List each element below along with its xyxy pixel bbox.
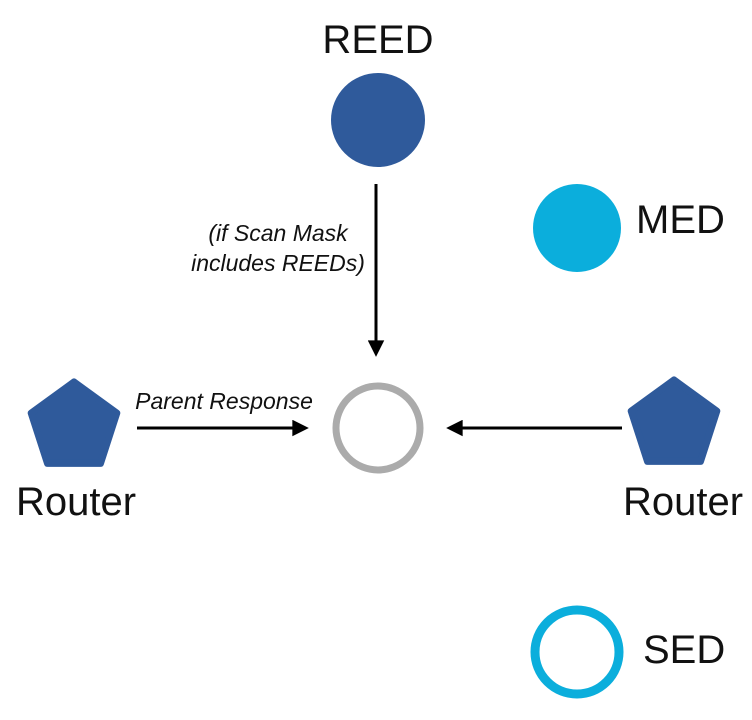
sed-node-circle — [530, 605, 624, 699]
med-label: MED — [636, 198, 725, 242]
scan-mask-annotation-line2: includes REEDs) — [191, 250, 365, 276]
reed-node-circle — [331, 73, 425, 167]
router-right-label: Router — [622, 480, 744, 524]
scan-mask-annotation-line1: (if Scan Mask — [208, 220, 348, 246]
router-left-pentagon — [27, 378, 121, 467]
med-node-circle — [533, 184, 621, 272]
parent-response-annotation: Parent Response — [135, 388, 313, 414]
reed-label: REED — [322, 18, 434, 62]
router-right-pentagon — [627, 376, 721, 465]
router-left-label: Router — [15, 480, 137, 524]
sed-label: SED — [643, 628, 726, 672]
scan-mask-annotation: (if Scan Mask includes REEDs) — [191, 218, 365, 278]
center-joiner-node-circle — [332, 382, 424, 474]
